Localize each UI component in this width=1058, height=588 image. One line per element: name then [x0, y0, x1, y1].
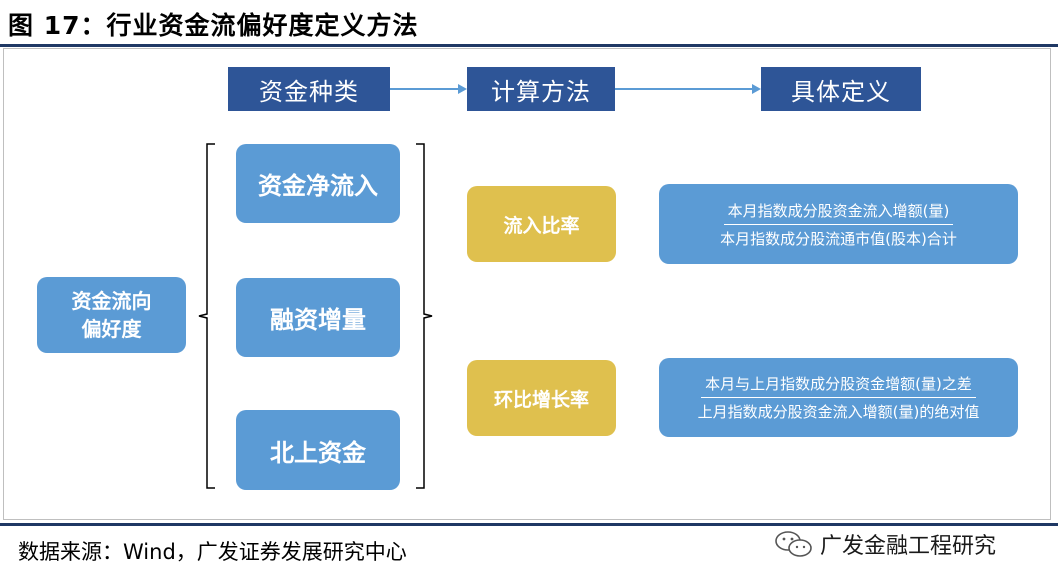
- figure-title: 图 17：行业资金流偏好度定义方法: [8, 11, 419, 40]
- source-note: 数据来源：Wind，广发证券发展研究中心: [18, 540, 407, 564]
- formula-1-denominator: 本月指数成分股流通市值(股本)合计: [720, 229, 957, 248]
- right-brace: [416, 143, 433, 489]
- formula-mom-growth: 本月与上月指数成分股资金增额(量)之差 上月指数成分股资金流入增额(量)的绝对值: [659, 358, 1018, 437]
- formula-inflow-ratio: 本月指数成分股资金流入增额(量) 本月指数成分股流通市值(股本)合计: [659, 184, 1018, 264]
- method-mom-growth: 环比增长率: [467, 360, 616, 436]
- root-line-2: 偏好度: [81, 317, 142, 341]
- header-method: 计算方法: [467, 67, 615, 111]
- header-arrow-1: [390, 88, 458, 90]
- fund-type-margin-increase: 融资增量: [236, 278, 400, 357]
- title-bar: 图 17：行业资金流偏好度定义方法: [0, 0, 1058, 47]
- fund-type-northbound: 北上资金: [236, 410, 400, 490]
- header-definition: 具体定义: [761, 67, 921, 111]
- footer-rule: [0, 523, 1058, 526]
- header-arrow-2-head: [752, 84, 761, 94]
- wechat-icon: [775, 531, 812, 557]
- formula-1-numerator: 本月指数成分股资金流入增额(量): [723, 200, 954, 225]
- watermark-text: 广发金融工程研究: [820, 534, 997, 559]
- fund-type-net-inflow: 资金净流入: [236, 144, 400, 223]
- method-inflow-ratio: 流入比率: [467, 186, 616, 262]
- root-box: 资金流向 偏好度: [37, 277, 186, 353]
- header-arrow-1-head: [458, 84, 467, 94]
- diagram-frame: [3, 48, 1051, 520]
- left-brace: [198, 143, 215, 489]
- watermark: 广发金融工程研究: [772, 528, 996, 560]
- header-fund-type: 资金种类: [228, 67, 390, 111]
- root-line-1: 资金流向: [71, 289, 152, 313]
- formula-2-numerator: 本月与上月指数成分股资金增额(量)之差: [701, 373, 976, 398]
- header-arrow-2: [615, 88, 752, 90]
- formula-2-denominator: 上月指数成分股资金流入增额(量)的绝对值: [697, 403, 980, 421]
